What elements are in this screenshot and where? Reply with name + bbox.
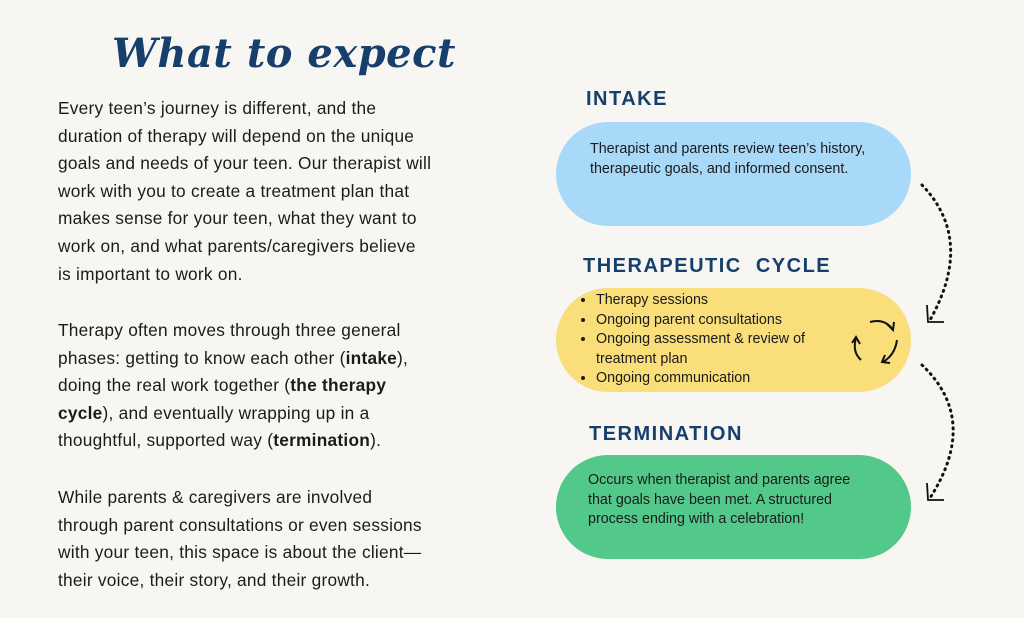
text-line: cycle), and eventually wrapping up in a xyxy=(58,400,518,428)
cycle-list: Therapy sessions Ongoing parent consulta… xyxy=(578,291,831,389)
client-focus-paragraph: While parents & caregivers are involved t… xyxy=(58,484,518,594)
bold-phrase: cycle xyxy=(58,402,103,423)
intake-description: Therapist and parents review teen’s hist… xyxy=(590,141,866,177)
text-segment: Every teen’s journey is different, and t… xyxy=(58,98,377,118)
text-line: their voice, their story, and their grow… xyxy=(58,567,518,595)
bold-phrase: the therapy xyxy=(290,375,387,396)
list-item: Ongoing communication xyxy=(596,369,831,389)
intro-paragraph: Every teen’s journey is different, and t… xyxy=(58,95,518,288)
page-title: What to expect xyxy=(112,30,456,77)
termination-heading: TERMINATION xyxy=(589,423,743,445)
text-line: work on, and what parents/caregivers bel… xyxy=(58,233,518,261)
text-segment: While parents & caregivers are involved xyxy=(58,487,373,507)
text-line: While parents & caregivers are involved xyxy=(58,484,518,512)
text-segment: through parent consultations or even ses… xyxy=(58,514,422,535)
text-segment: their voice, their story, and their grow… xyxy=(58,569,371,590)
dotted-arrow-icon xyxy=(920,183,953,322)
text-segment: makes sense for your teen, what they wan… xyxy=(58,208,417,229)
phases-paragraph: Therapy often moves through three genera… xyxy=(58,317,518,455)
bold-phrase: termination xyxy=(273,430,371,451)
cycle-arrow-icon xyxy=(882,339,898,363)
text-segment: ), xyxy=(397,347,409,368)
text-segment: with your teen, this space is about the … xyxy=(58,542,422,563)
text-segment: work on, and what parents/caregivers bel… xyxy=(58,235,416,256)
text-line: Therapy often moves through three genera… xyxy=(58,317,518,345)
text-line: goals and needs of your teen. Our therap… xyxy=(58,150,518,178)
text-line: thoughtful, supported way (termination). xyxy=(58,427,518,455)
text-line: with your teen, this space is about the … xyxy=(58,539,518,567)
text-segment: is important to work on. xyxy=(58,263,243,284)
text-line: makes sense for your teen, what they wan… xyxy=(58,205,518,233)
text-line: work with you to create a treatment plan… xyxy=(58,178,518,206)
text-line: Every teen’s journey is different, and t… xyxy=(58,95,518,123)
termination-description: Occurs when therapist and parents agree … xyxy=(588,472,851,527)
text-segment: Therapy often moves through three genera… xyxy=(58,320,401,340)
intake-card: Therapist and parents review teen’s hist… xyxy=(556,122,911,226)
intake-heading: INTAKE xyxy=(586,88,668,110)
list-item: Ongoing assessment & review of treatment… xyxy=(596,330,831,369)
text-segment: work with you to create a treatment plan… xyxy=(58,180,410,201)
text-segment: doing the real work together ( xyxy=(58,375,291,396)
bold-phrase: intake xyxy=(345,347,398,368)
cycle-arrow-icon xyxy=(853,337,862,361)
therapeutic-cycle-heading: THERAPEUTIC CYCLE xyxy=(583,255,832,277)
text-segment: duration of therapy will depend on the u… xyxy=(58,125,415,146)
text-segment: ). xyxy=(370,430,382,451)
text-segment: phases: getting to know each other ( xyxy=(58,347,346,368)
dotted-arrow-icon xyxy=(920,363,955,500)
text-segment: goals and needs of your teen. Our therap… xyxy=(58,153,432,174)
list-item: Therapy sessions xyxy=(596,291,831,311)
text-line: doing the real work together (the therap… xyxy=(58,372,518,400)
termination-card: Occurs when therapist and parents agree … xyxy=(556,455,911,559)
text-line: through parent consultations or even ses… xyxy=(58,512,518,540)
list-item: Ongoing parent consultations xyxy=(596,311,831,331)
therapeutic-cycle-card: Therapy sessions Ongoing parent consulta… xyxy=(556,288,911,392)
text-segment: ), and eventually wrapping up in a xyxy=(102,402,370,423)
text-line: phases: getting to know each other (inta… xyxy=(58,345,518,373)
text-segment: thoughtful, supported way ( xyxy=(58,430,274,451)
text-line: is important to work on. xyxy=(58,261,518,289)
text-line: duration of therapy will depend on the u… xyxy=(58,123,518,151)
